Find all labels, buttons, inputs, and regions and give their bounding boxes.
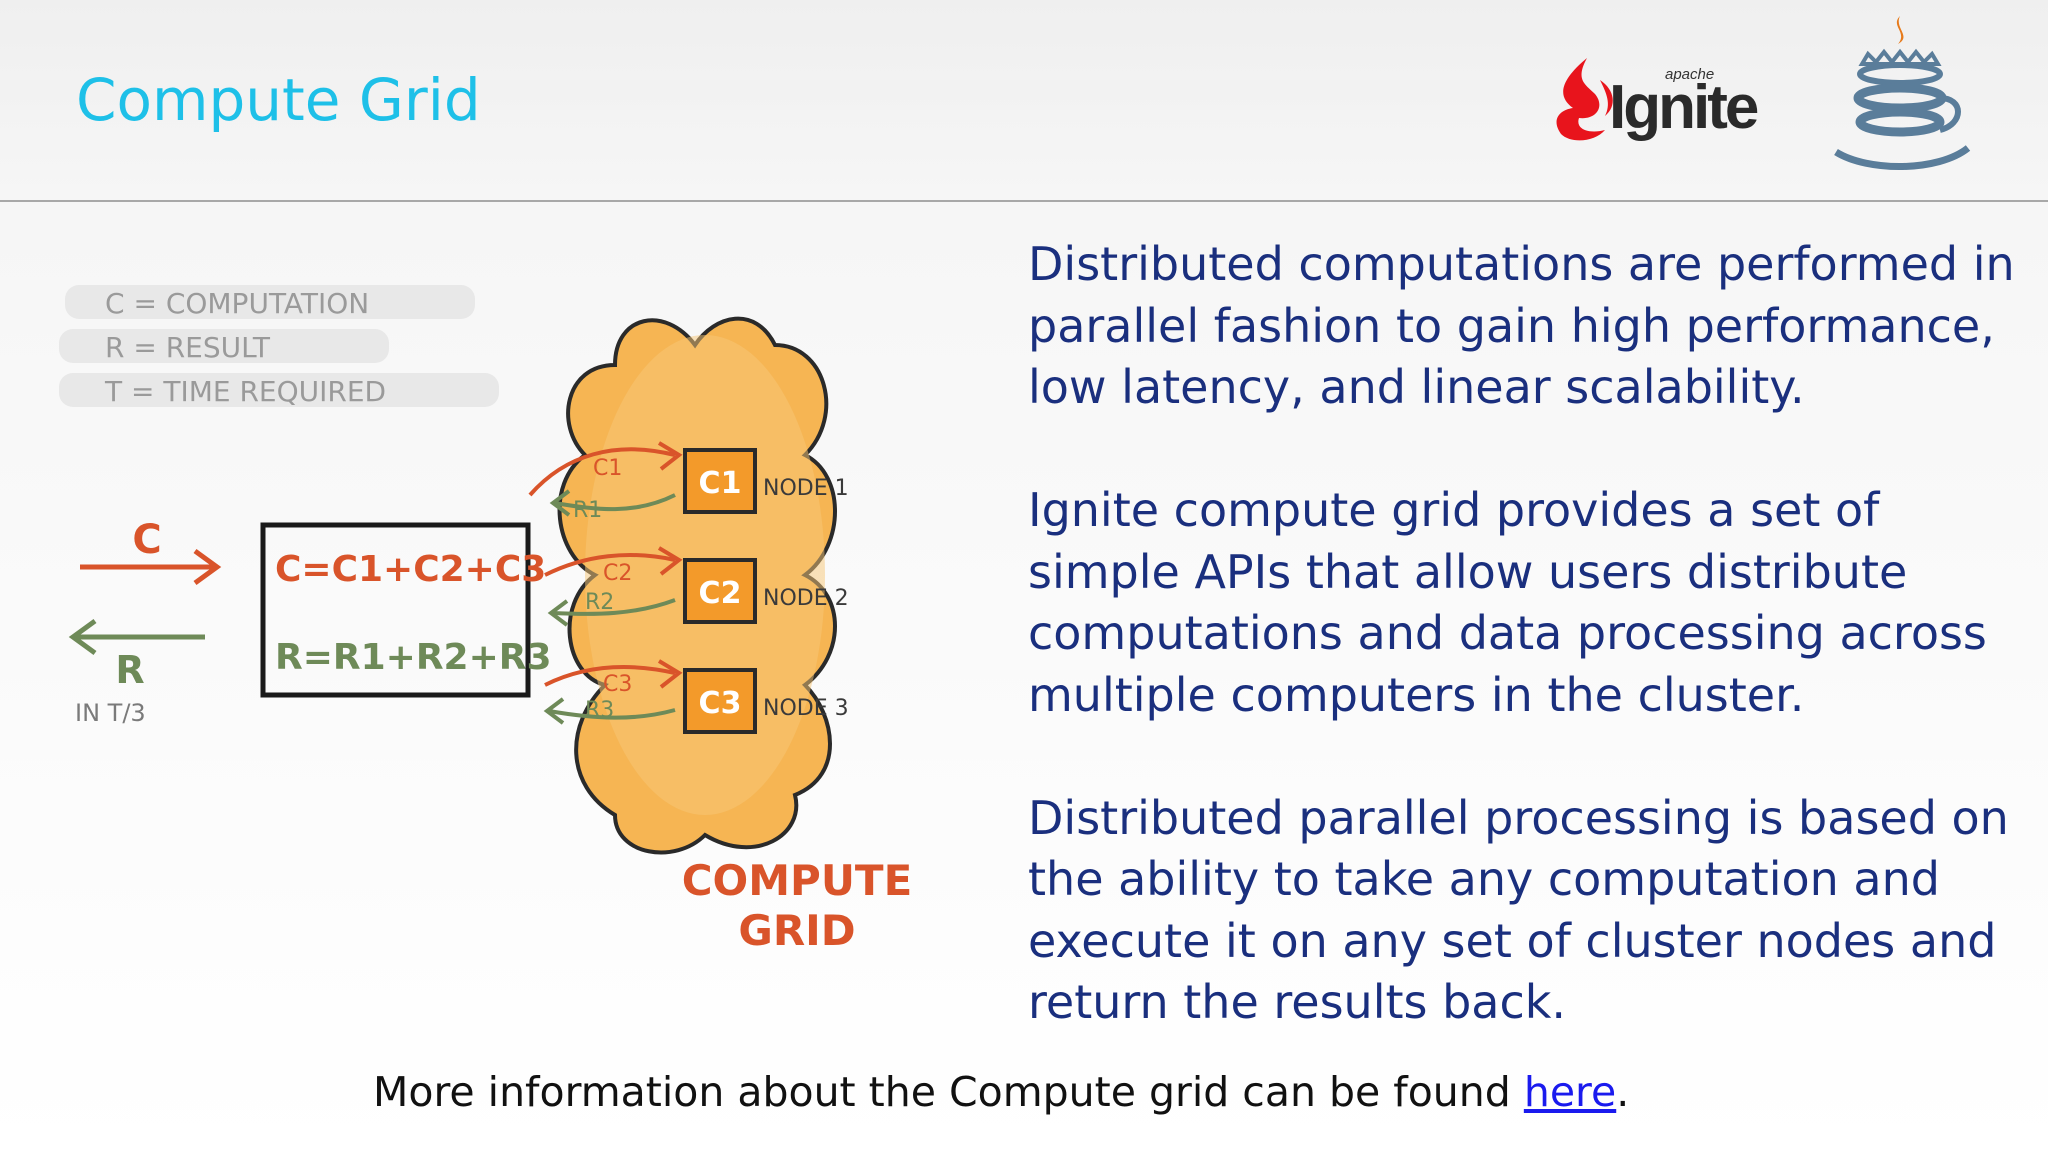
output-label: R <box>115 648 144 692</box>
legend-time: T = TIME REQUIRED <box>104 375 386 408</box>
node-1-arrow-out: R1 <box>573 498 602 523</box>
node-2-arrow-in: C2 <box>603 561 632 586</box>
node-1: C1 NODE 1 <box>683 448 849 514</box>
apache-ignite-logo: apache Ignite <box>1545 50 1765 145</box>
diagram-legend: C = COMPUTATION R = RESULT T = TIME REQU… <box>59 285 499 408</box>
ignite-flame-icon <box>1556 58 1613 141</box>
java-coffee-cup-icon <box>1834 16 1971 171</box>
node-3-label: NODE 3 <box>763 696 849 721</box>
formula-computation: C=C1+C2+C3 <box>275 549 546 590</box>
apache-wordmark: apache <box>1665 66 1715 83</box>
formula-box: C=C1+C2+C3 R=R1+R2+R3 <box>260 522 552 698</box>
paragraph-distributed-computations: Distributed computations are performed i… <box>1028 237 2015 414</box>
node-2-arrow-out: R2 <box>585 590 614 615</box>
footer-note: More information about the Compute grid … <box>373 1068 1629 1116</box>
node-3-arrows: C3 R3 <box>543 659 683 725</box>
compute-grid-diagram: C = COMPUTATION R = RESULT T = TIME REQU… <box>59 285 913 955</box>
slide-title: Compute Grid <box>76 66 481 134</box>
cloud-caption-line1: COMPUTE <box>682 856 913 905</box>
node-3-box-label: C3 <box>699 686 742 721</box>
paragraph-compute-grid-apis: Ignite compute grid provides a set of si… <box>1028 483 1987 722</box>
input-arrow: C <box>80 517 222 586</box>
node-1-label: NODE 1 <box>763 476 849 501</box>
footer-text: More information about the Compute grid … <box>373 1068 1524 1116</box>
node-2: C2 NODE 2 <box>683 558 849 624</box>
body-text: Distributed computations are performed i… <box>1028 234 2028 1034</box>
cloud-caption-line2: GRID <box>738 906 855 955</box>
paragraph-parallel-processing: Distributed parallel processing is based… <box>1028 790 2009 1030</box>
node-1-arrow-in: C1 <box>593 456 622 481</box>
node-1-box-label: C1 <box>699 466 742 501</box>
node-3: C3 NODE 3 <box>683 668 849 734</box>
input-label: C <box>132 517 161 563</box>
node-3-arrow-in: C3 <box>603 672 632 697</box>
slide-header: Compute Grid apache Ignite <box>0 0 2048 200</box>
legend-computation: C = COMPUTATION <box>105 287 369 320</box>
node-2-box-label: C2 <box>699 576 742 611</box>
node-1-arrows: C1 R1 <box>528 441 683 523</box>
output-arrow: R IN T/3 <box>68 618 205 727</box>
time-label: IN T/3 <box>75 699 146 727</box>
legend-result: R = RESULT <box>105 331 271 364</box>
node-3-arrow-out: R3 <box>585 698 614 723</box>
formula-result: R=R1+R2+R3 <box>275 637 552 678</box>
ignite-wordmark: Ignite <box>1609 73 1759 142</box>
footer-suffix: . <box>1616 1068 1630 1116</box>
node-2-arrows: C2 R2 <box>544 546 683 627</box>
here-link[interactable]: here <box>1523 1068 1617 1116</box>
node-2-label: NODE 2 <box>763 586 849 611</box>
header-divider <box>0 200 2048 202</box>
